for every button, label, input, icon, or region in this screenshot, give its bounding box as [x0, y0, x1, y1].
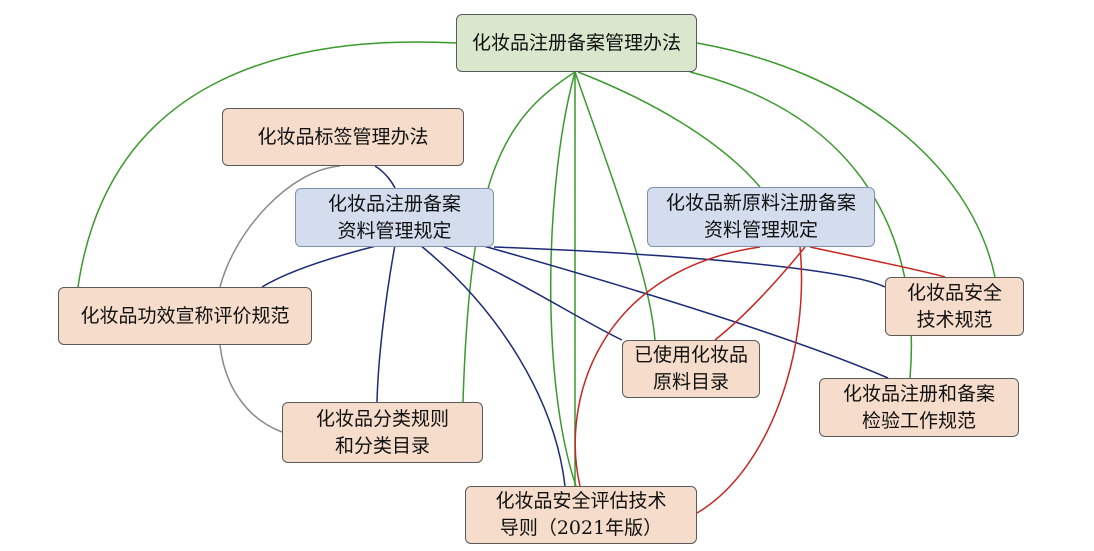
edge-new-raw-used-raw: [714, 246, 806, 341]
edge-data-inspection: [479, 244, 889, 379]
node-cosmetic-registration-filing-measures[interactable]: 化妆品注册备案管理办法: [456, 14, 697, 72]
edge-root-efficacy: [77, 41, 457, 288]
edge-root-safety-assess-left: [549, 71, 577, 487]
edge-label-data-rules: [374, 165, 396, 189]
node-used-raw-material-catalog[interactable]: 已使用化妆品 原料目录: [622, 340, 760, 398]
node-new-raw-material-data-rules[interactable]: 化妆品新原料注册备案 资料管理规定: [647, 187, 875, 247]
node-cosmetic-label-measures[interactable]: 化妆品标签管理办法: [222, 108, 464, 166]
edge-new-raw-safety-tech: [809, 246, 946, 278]
edge-root-new-raw: [577, 71, 761, 188]
edge-data-safety-tech: [493, 246, 886, 288]
edge-root-classification: [462, 71, 576, 403]
node-safety-assessment-guideline[interactable]: 化妆品安全评估技术 导则（2021年版）: [465, 486, 697, 544]
edge-root-used-raw: [574, 71, 656, 341]
edge-root-safety-tech: [696, 42, 996, 278]
edge-data-used-raw: [439, 244, 623, 341]
edge-label-efficacy: [219, 165, 341, 288]
edge-new-raw-safety-assess-right: [696, 246, 803, 514]
node-registration-data-rules[interactable]: 化妆品注册备案 资料管理规定: [295, 188, 494, 247]
edge-efficacy-classification: [219, 344, 283, 433]
edge-data-classification: [376, 244, 396, 403]
node-safety-technical-spec[interactable]: 化妆品安全 技术规范: [885, 277, 1024, 336]
edge-data-efficacy: [261, 244, 381, 288]
node-inspection-work-spec[interactable]: 化妆品注册和备案 检验工作规范: [819, 378, 1019, 437]
edge-new-raw-safety-assess: [574, 246, 761, 487]
node-efficacy-claim-evaluation[interactable]: 化妆品功效宣称评价规范: [58, 287, 312, 345]
node-classification-rules-catalog[interactable]: 化妆品分类规则 和分类目录: [282, 402, 483, 463]
edge-data-safety-assess: [419, 244, 566, 487]
